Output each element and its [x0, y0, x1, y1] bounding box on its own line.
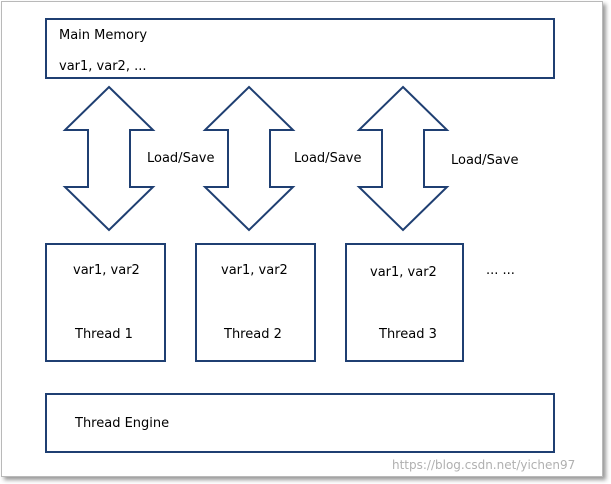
thread-2-name: Thread 2 — [224, 327, 282, 342]
double-arrow-1 — [62, 85, 156, 232]
thread-2-vars: var1, var2 — [221, 263, 288, 278]
main-memory-title: Main Memory — [59, 28, 148, 43]
thread-1-vars: var1, var2 — [73, 263, 140, 278]
thread-engine-box: Thread Engine — [45, 393, 555, 453]
thread-1-box: var1, var2 Thread 1 — [45, 243, 166, 362]
thread-3-box: var1, var2 Thread 3 — [345, 243, 464, 362]
more-threads-ellipsis: ... ... — [486, 263, 515, 278]
arrow-2-label: Load/Save — [294, 151, 362, 166]
thread-engine-label: Thread Engine — [75, 416, 170, 431]
main-memory-vars: var1, var2, ... — [59, 59, 147, 74]
thread-3-name: Thread 3 — [379, 327, 437, 342]
thread-2-box: var1, var2 Thread 2 — [195, 243, 316, 362]
thread-3-vars: var1, var2 — [370, 265, 437, 280]
arrow-1-label: Load/Save — [147, 151, 215, 166]
watermark-text: https://blog.csdn.net/yichen97 — [392, 458, 576, 472]
double-arrow-3 — [356, 85, 450, 232]
main-memory-box: Main Memory var1, var2, ... — [45, 18, 555, 79]
double-arrow-2 — [202, 85, 296, 232]
arrow-3-label: Load/Save — [451, 153, 519, 168]
thread-1-name: Thread 1 — [75, 327, 133, 342]
